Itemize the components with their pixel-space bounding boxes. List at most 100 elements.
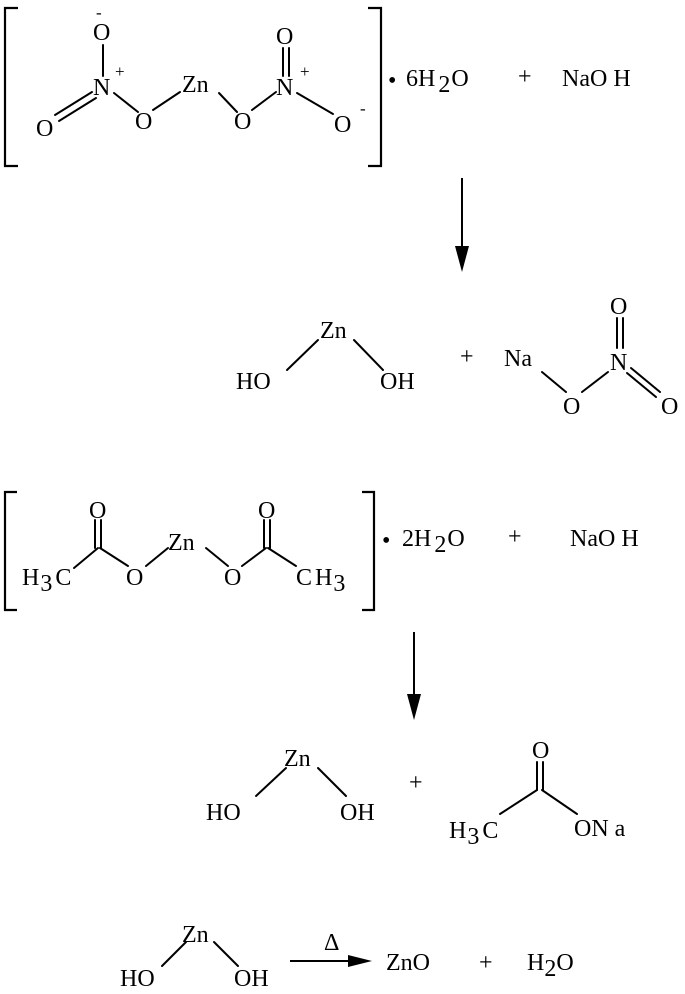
plus-sign: + xyxy=(479,950,493,976)
bond-ho-zn xyxy=(161,941,187,967)
sodium-oxide-group: ON a xyxy=(574,816,626,842)
bond-o-c-right xyxy=(241,547,267,567)
hydrate-count: 6H xyxy=(406,66,435,92)
atom-n-left: N xyxy=(93,75,110,101)
atom-o-double-right: O xyxy=(276,24,293,50)
methyl-left-h: H xyxy=(22,565,39,591)
right-square-bracket xyxy=(368,6,383,168)
heat-symbol: Δ xyxy=(324,930,339,956)
charge-minus-right: - xyxy=(360,99,366,118)
atom-o-top: O xyxy=(610,294,627,320)
bond-zn-o-right xyxy=(205,547,229,567)
plus-sign: + xyxy=(460,344,474,370)
hydrate-subscript: 2 xyxy=(434,532,446,558)
bond-ch3-c xyxy=(499,789,538,815)
atom-o-carbonyl-right: O xyxy=(258,498,275,524)
methyl-left-subscript: 3 xyxy=(40,571,52,597)
atom-o-right: O xyxy=(661,394,678,420)
bond-ho-zn xyxy=(255,767,287,797)
product-water: H2O xyxy=(527,950,574,982)
bond-zn-oh xyxy=(317,767,347,797)
atom-zn: Zn xyxy=(182,72,209,98)
methyl-right-subscript: 3 xyxy=(333,571,345,597)
methyl-right-h: H xyxy=(315,565,332,591)
sodium-nitrate-product: Na O N O O xyxy=(504,294,678,420)
atom-o-link-right: O xyxy=(224,565,241,591)
hydrate-oxygen: O xyxy=(447,526,464,552)
charge-plus-left: + xyxy=(115,62,125,81)
bond-zn-oh xyxy=(213,941,239,967)
methyl-c: C xyxy=(482,818,498,844)
atom-n-right: N xyxy=(276,75,293,101)
atom-n: N xyxy=(610,350,627,376)
reaction-arrow-down xyxy=(407,632,421,720)
atom-o-link-left: O xyxy=(126,565,143,591)
bond-o-zn-left xyxy=(152,91,181,111)
bond-c-o-link-left xyxy=(99,547,129,567)
atom-o-bridge-right: O xyxy=(234,109,251,135)
atom-o-double-left: O xyxy=(36,116,53,142)
atom-o-carbonyl-left: O xyxy=(89,498,106,524)
hydrate-dot: • xyxy=(388,68,396,94)
arrow-head xyxy=(348,955,372,967)
hydrate-subscript: 2 xyxy=(438,72,450,98)
bond-n-o-bridge-left xyxy=(113,92,139,113)
water-subscript: 2 xyxy=(544,956,556,982)
bond-n-o-right-a xyxy=(630,367,661,393)
bond-zn-o-right xyxy=(218,92,238,113)
bond-c-ch3-right xyxy=(267,547,297,567)
hydrate-count: 2H xyxy=(402,526,431,552)
hydroxyl-right: OH xyxy=(234,966,269,992)
atom-na: Na xyxy=(504,346,532,372)
bond-ch3-c-left xyxy=(73,547,99,569)
atom-o-carbonyl: O xyxy=(532,738,549,764)
plus-sign: + xyxy=(518,64,532,90)
reagent-naoh: NaO H xyxy=(562,66,631,92)
atom-o-bridge-left: O xyxy=(135,109,152,135)
plus-sign: + xyxy=(409,770,423,796)
bond-zn-oh xyxy=(353,339,384,371)
hydrate-dot: • xyxy=(382,528,390,554)
left-square-bracket xyxy=(3,6,18,168)
charge-minus-top: - xyxy=(96,3,102,22)
plus-sign: + xyxy=(508,524,522,550)
atom-zn: Zn xyxy=(284,746,311,772)
methyl-right-c: C xyxy=(296,565,312,591)
bond-na-o xyxy=(541,371,567,393)
hydroxyl-right: OH xyxy=(340,800,375,826)
bond-n-o-double-b xyxy=(58,97,97,122)
arrow-head xyxy=(407,694,421,720)
bond-ho-zn xyxy=(286,339,319,371)
arrow-head xyxy=(455,246,469,272)
hydroxyl-left: HO xyxy=(120,966,155,992)
methyl-left-c: C xyxy=(55,565,71,591)
methyl-subscript: 3 xyxy=(467,824,479,850)
atom-zn: Zn xyxy=(182,922,209,948)
atom-o-link: O xyxy=(563,394,580,420)
bond-n-o-minus-right xyxy=(296,92,334,115)
hydroxyl-left: HO xyxy=(206,800,241,826)
atom-zn: Zn xyxy=(320,318,347,344)
reagent-naoh: NaO H xyxy=(570,526,639,552)
charge-plus-right: + xyxy=(300,62,310,81)
zinc-hydroxide-product: Zn HO OH xyxy=(206,746,375,826)
bond-n-o-double-a xyxy=(54,91,93,116)
water-h: H xyxy=(527,950,544,976)
methyl-h: H xyxy=(449,818,466,844)
bond-o-zn-left xyxy=(145,547,169,567)
zinc-hydroxide-reactant: Zn HO OH xyxy=(120,922,269,992)
left-square-bracket xyxy=(3,490,17,612)
bond-c-o-na xyxy=(541,789,578,815)
hydroxyl-left: HO xyxy=(236,369,271,395)
bond-o-n xyxy=(581,371,609,393)
hydroxyl-right: OH xyxy=(380,369,415,395)
